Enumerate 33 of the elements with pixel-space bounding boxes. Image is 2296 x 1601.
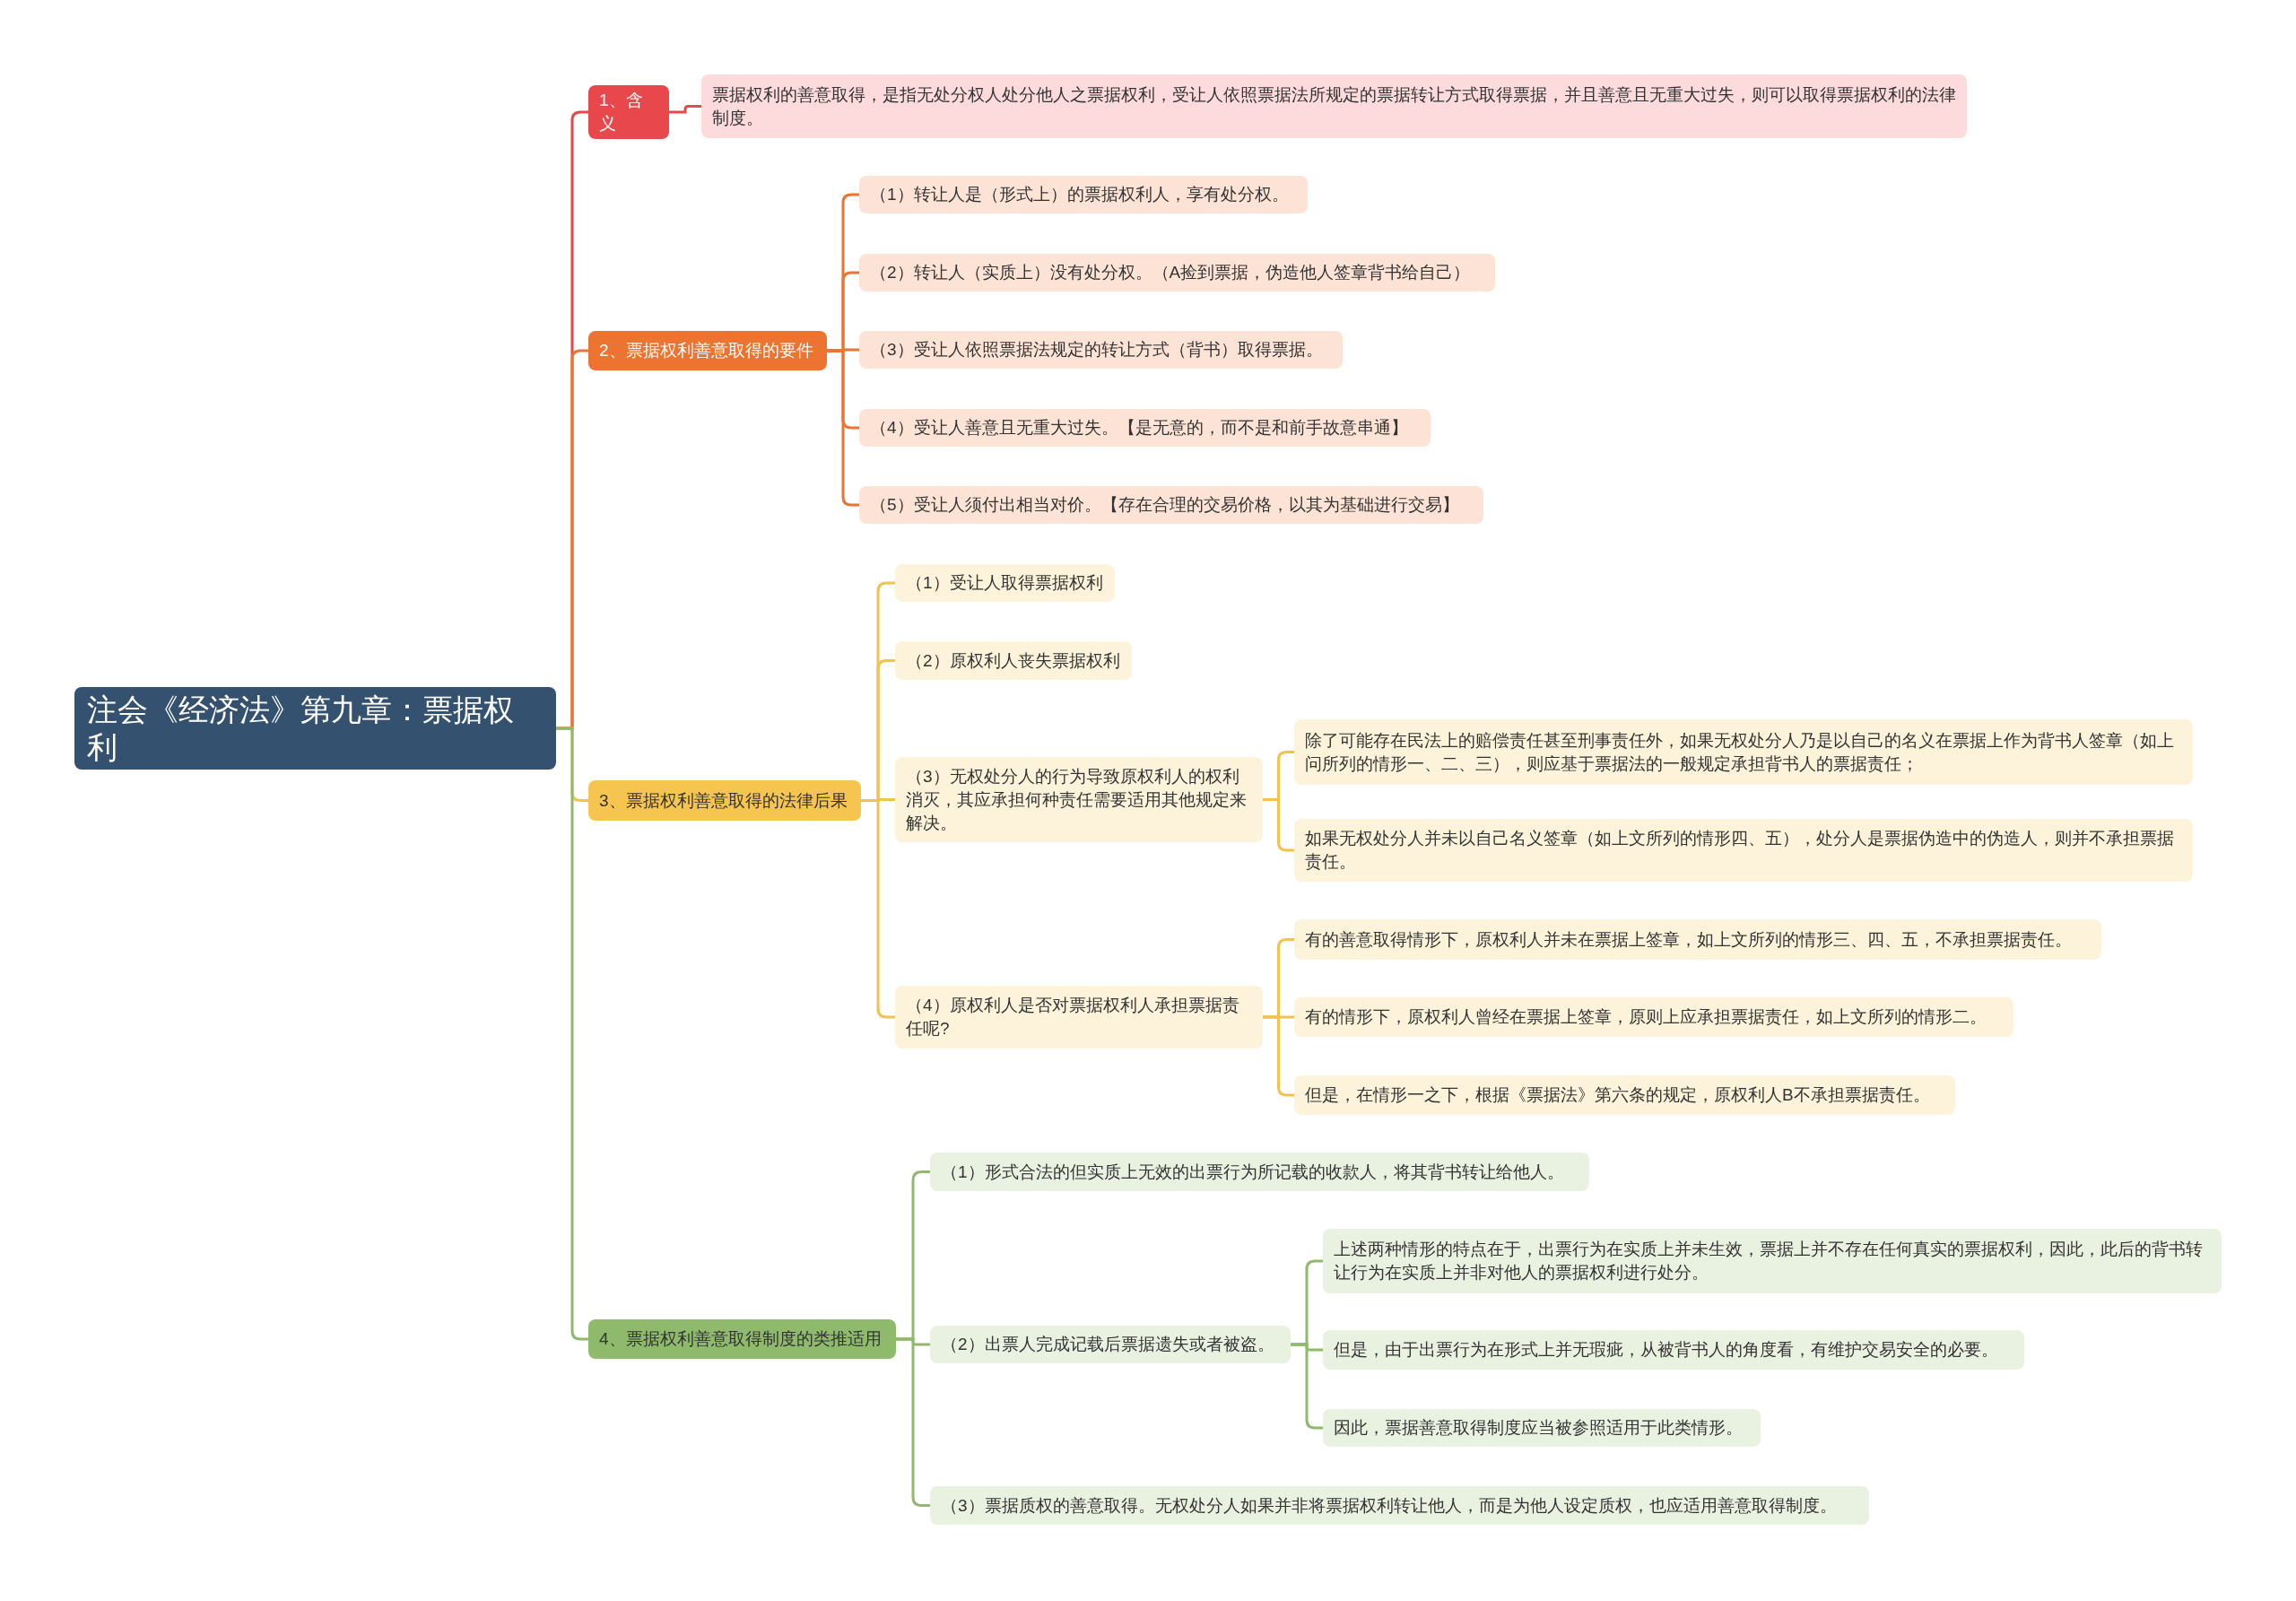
connector-line (1291, 1343, 1323, 1430)
connector-line (896, 1337, 930, 1507)
subtopic-box: 如果无权处分人并未以自己名义签章（如上文所列的情形四、五），处分人是票据伪造中的伪造人，则并不承担票据责任。 (1294, 819, 2193, 882)
connector-line (1263, 798, 1294, 852)
subtopic-box: 除了可能存在民法上的赔偿责任甚至刑事责任外，如果无权处分人乃是以自己的名义在票据上作为背书人签章（如上问所列的情形一、二、三），则应基于票据法的一般规定承担背书人的票据责任； (1294, 719, 2193, 785)
subtopic-box: （2）原权利人丧失票据权利 (895, 641, 1132, 680)
branch-topic: 4、票据权利善意取得制度的类推适用 (588, 1319, 896, 1359)
branch-topic: 1、含义 (588, 85, 669, 139)
subtopic-box: （2）出票人完成记载后票据遗失或者被盗。 (930, 1326, 1291, 1363)
subtopic-box: （5）受让人须付出相当对价。【存在合理的交易价格，以其为基础进行交易】 (859, 486, 1483, 524)
subtopic-box: 但是，在情形一之下，根据《票据法》第六条的规定，原权利人B不承担票据责任。 (1294, 1075, 1955, 1115)
subtopic-box: 有的情形下，原权利人曾经在票据上签章，原则上应承担票据责任，如上文所列的情形二。 (1294, 997, 2013, 1037)
subtopic-box: 上述两种情形的特点在于，出票行为在实质上并未生效，票据上并不存在任何真实的票据权利，因此，此后的背书转让行为在实质上并非对他人的票据权利进行处分。 (1323, 1229, 2222, 1293)
subtopic-box: （3）票据质权的善意取得。无权处分人如果并非将票据权利转让他人，而是为他人设定质权，也应适用善意取得制度。 (930, 1486, 1869, 1525)
subtopic-box: 票据权利的善意取得，是指无处分权人处分他人之票据权利，受让人依照票据法所规定的票据转让方式取得票据，并且善意且无重大过失，则可以取得票据权利的法律制度。 (701, 74, 1967, 138)
subtopic-box: （1）受让人取得票据权利 (895, 564, 1115, 602)
subtopic-box: （3）受让人依照票据法规定的转让方式（背书）取得票据。 (859, 331, 1343, 369)
branch-topic: 3、票据权利善意取得的法律后果 (588, 780, 861, 821)
subtopic-box: 有的善意取得情形下，原权利人并未在票据上签章，如上文所列的情形三、四、五，不承担票据责任。 (1294, 919, 2101, 960)
connector-line (827, 349, 859, 507)
subtopic-box: （1）形式合法的但实质上无效的出票行为所记载的收款人，将其背书转让给他人。 (930, 1153, 1589, 1191)
subtopic-box: 但是，由于出票行为在形式上并无瑕疵，从被背书人的角度看，有维护交易安全的必要。 (1323, 1330, 2024, 1370)
connector-line (1263, 1015, 1294, 1097)
subtopic-box: （2）转让人（实质上）没有处分权。（A捡到票据，伪造他人签章背书给自己） (859, 254, 1495, 291)
branch-topic: 2、票据权利善意取得的要件 (588, 331, 827, 370)
connector-line (669, 105, 701, 114)
subtopic-box: （4）原权利人是否对票据权利人承担票据责任呢? (895, 986, 1263, 1048)
subtopic-box: （3）无权处分人的行为导致原权利人的权利消灭，其应承担何种责任需要适用其他规定来解决。 (895, 757, 1263, 842)
subtopic-box: 因此，票据善意取得制度应当被参照适用于此类情形。 (1323, 1409, 1761, 1447)
subtopic-box: （1）转让人是（形式上）的票据权利人，享有处分权。 (859, 176, 1308, 213)
connector-line (861, 799, 895, 1019)
central-topic: 注会《经济法》第九章：票据权利 (74, 687, 556, 770)
subtopic-box: （4）受让人善意且无重大过失。【是无意的，而不是和前手故意串通】 (859, 409, 1431, 447)
